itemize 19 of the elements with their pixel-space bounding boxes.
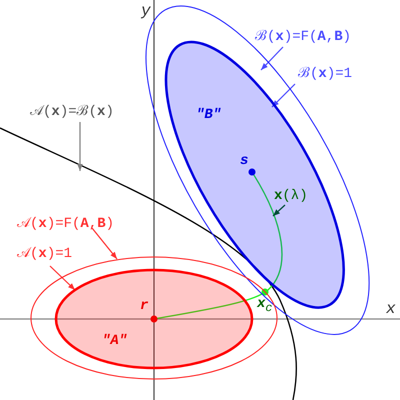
curve-label: ℬ(x)=F(A,B) [255, 29, 352, 45]
curve-label: 𝒜(x)=ℬ(x) [30, 104, 114, 120]
axis-label: y [141, 3, 151, 19]
leader-line [260, 46, 284, 70]
point-label: s [240, 153, 248, 169]
curve-label: ℬ(x)=1 [298, 66, 352, 82]
axis-label: x [386, 301, 396, 317]
curve-label: x(λ) [274, 188, 308, 204]
region-label: "B" [196, 106, 222, 123]
curve-label: 𝒜(x)=F(A,B) [17, 216, 114, 232]
leader-line [272, 84, 296, 108]
leader-line [272, 204, 286, 216]
point-label: x$_{c}$ [257, 296, 272, 316]
region-label: "A" [102, 333, 128, 349]
leader-line [77, 122, 83, 171]
curve-label: 𝒜(x)=1 [17, 246, 72, 262]
point-label: r [140, 298, 148, 314]
leader-line [92, 228, 118, 260]
leader-line [50, 266, 76, 290]
